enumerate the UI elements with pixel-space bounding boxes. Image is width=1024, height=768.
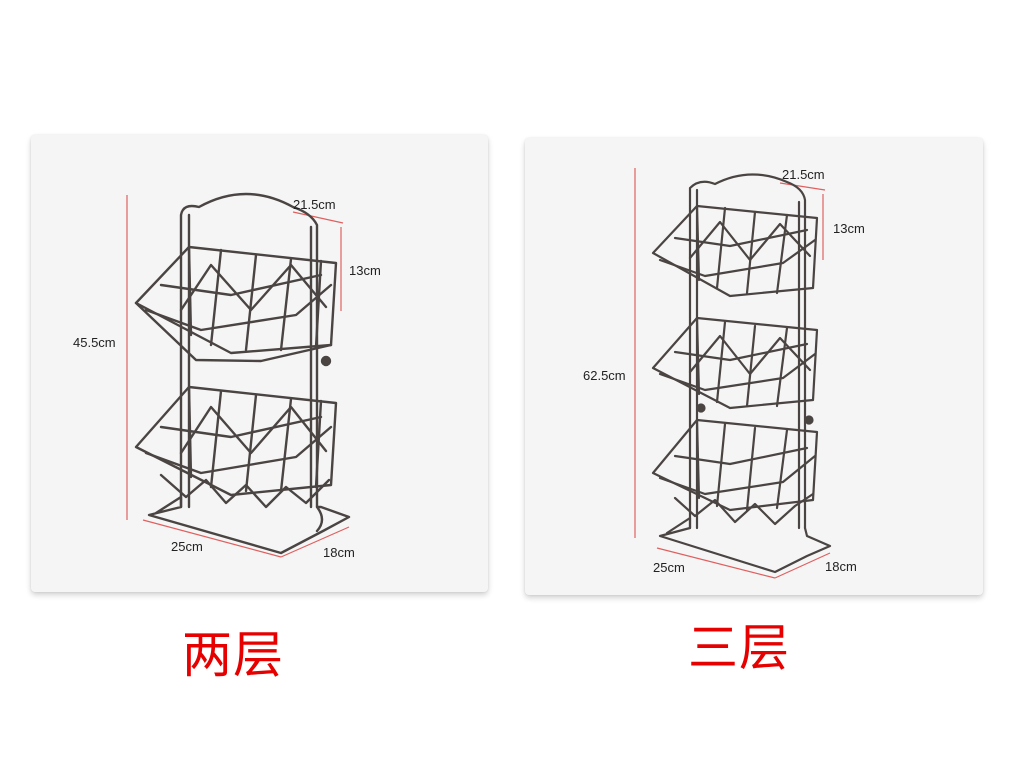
base-depth-dimension-line: [280, 526, 350, 558]
basket-height-label: 13cm: [349, 263, 381, 278]
width-dimension-line: [292, 211, 344, 224]
top-basket: [651, 204, 819, 298]
basket-width-label: 21.5cm: [293, 197, 336, 212]
basket-height-label: 13cm: [833, 221, 865, 236]
width-dimension-line: [779, 182, 826, 191]
dimension-lines: [634, 168, 831, 579]
base-depth-dimension-line: [774, 552, 831, 579]
top-basket: [134, 245, 338, 355]
three-tier-rack-illustration: 62.5cm 21.5cm 13cm 25cm 18cm: [583, 167, 865, 579]
bottom-basket: [651, 418, 819, 512]
height-label: 62.5cm: [583, 368, 626, 383]
base-depth-label: 18cm: [323, 545, 355, 560]
basket-width-label: 21.5cm: [782, 167, 825, 182]
two-tier-rack-illustration: 45.5cm 21.5cm 13cm 25cm 18cm: [73, 192, 381, 560]
rack-wireframe: [134, 192, 351, 555]
two-tier-product-panel: 45.5cm 21.5cm 13cm 25cm 18cm: [31, 135, 488, 592]
knob: [804, 415, 814, 425]
middle-basket: [651, 316, 819, 410]
rack-frame: [688, 173, 807, 530]
rack-base: [147, 495, 351, 555]
rack-wireframe: [651, 173, 832, 574]
dimension-lines: [126, 195, 350, 558]
three-tier-caption: 三层: [688, 619, 790, 677]
knob: [320, 355, 332, 367]
bottom-basket: [134, 385, 338, 497]
base-width-dimension-line: [656, 547, 776, 579]
two-tier-caption: 两层: [182, 626, 284, 684]
base-width-label: 25cm: [653, 560, 685, 575]
knob: [696, 403, 706, 413]
three-tier-product-panel: 62.5cm 21.5cm 13cm 25cm 18cm: [525, 138, 983, 595]
base-width-dimension-line: [142, 519, 282, 558]
base-width-label: 25cm: [171, 539, 203, 554]
rack-frame: [179, 192, 319, 509]
rack-base: [658, 516, 832, 574]
base-depth-label: 18cm: [825, 559, 857, 574]
height-label: 45.5cm: [73, 335, 116, 350]
